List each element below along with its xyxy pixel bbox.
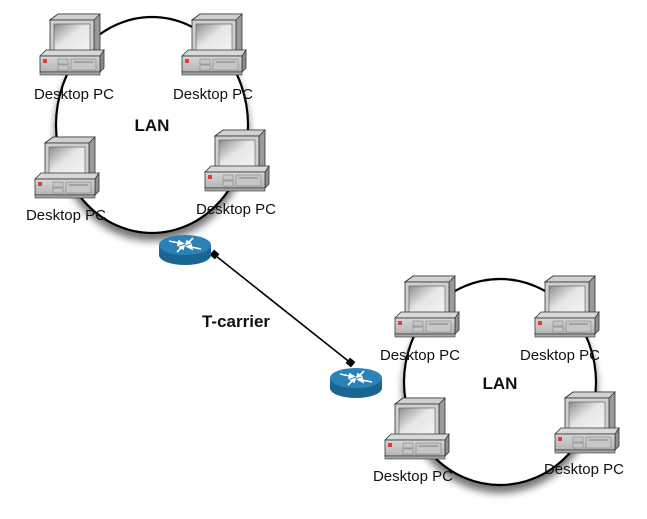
router-right[interactable] xyxy=(329,367,383,399)
desktop-pc-right-bottom-left[interactable]: Desktop PC xyxy=(373,397,453,485)
router-left[interactable] xyxy=(158,234,212,266)
desktop-pc-icon xyxy=(181,13,247,76)
router-icon xyxy=(158,234,212,266)
desktop-pc-icon xyxy=(39,13,105,76)
desktop-pc-left-top-right[interactable]: Desktop PC xyxy=(173,13,253,103)
t-carrier-link xyxy=(209,249,356,368)
pc-label: Desktop PC xyxy=(34,86,114,103)
link-endpoint-right xyxy=(345,357,356,368)
desktop-pc-icon xyxy=(34,136,100,199)
pc-label: Desktop PC xyxy=(520,347,600,364)
lan-label-right: LAN xyxy=(483,374,518,393)
desktop-pc-right-top-right[interactable]: Desktop PC xyxy=(520,275,600,364)
pc-label: Desktop PC xyxy=(373,468,453,485)
desktop-pc-right-bottom-right[interactable]: Desktop PC xyxy=(544,391,624,478)
pc-label: Desktop PC xyxy=(173,86,253,103)
desktop-pc-left-bottom-left[interactable]: Desktop PC xyxy=(26,136,106,224)
pc-label: Desktop PC xyxy=(196,201,276,218)
desktop-pc-left-bottom-right[interactable]: Desktop PC xyxy=(196,129,276,218)
link-endpoint-left xyxy=(209,249,220,260)
desktop-pc-right-top-left[interactable]: Desktop PC xyxy=(380,275,460,364)
pc-label: Desktop PC xyxy=(380,347,460,364)
pc-label: Desktop PC xyxy=(26,207,106,224)
pc-label: Desktop PC xyxy=(544,461,624,478)
t-carrier-label: T-carrier xyxy=(202,312,270,331)
desktop-pc-icon xyxy=(384,397,450,460)
lan-label-left: LAN xyxy=(135,116,170,135)
desktop-pc-left-top-left[interactable]: Desktop PC xyxy=(34,13,114,103)
desktop-pc-icon xyxy=(204,129,270,192)
router-icon xyxy=(329,367,383,399)
desktop-pc-icon xyxy=(394,275,460,338)
